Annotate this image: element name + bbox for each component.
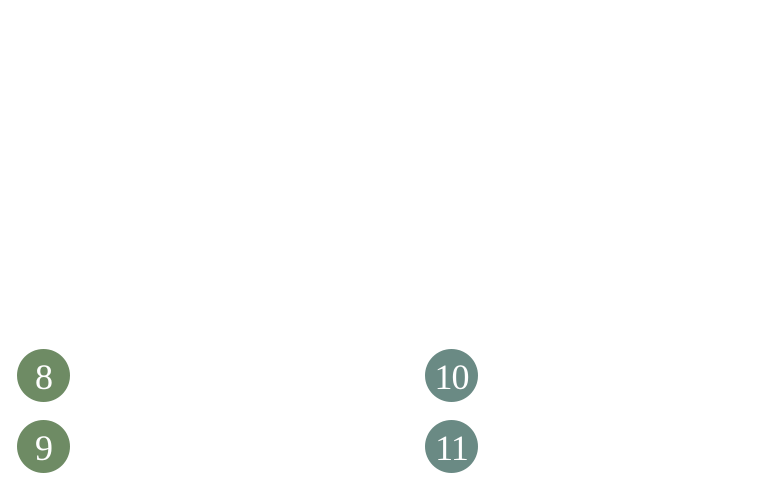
badge-number: 11: [435, 427, 469, 468]
number-badge-9: 9: [17, 420, 70, 473]
number-badge-10: 10: [425, 349, 478, 402]
badge-number: 8: [35, 356, 53, 397]
badge-number: 10: [434, 356, 470, 397]
number-badge-8: 8: [17, 349, 70, 402]
number-badge-11: 11: [425, 420, 478, 473]
badge-number: 9: [35, 427, 53, 468]
